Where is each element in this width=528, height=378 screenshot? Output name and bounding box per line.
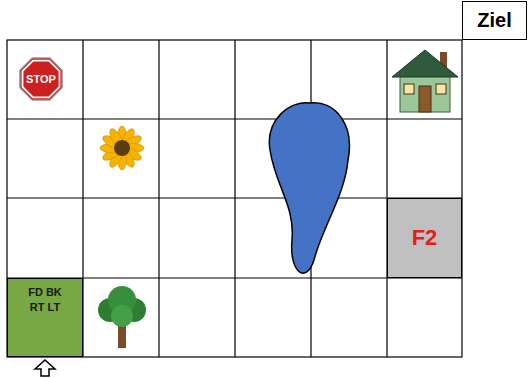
sunflower-icon: [100, 126, 144, 170]
grid-border: [7, 40, 462, 357]
octagon-outline: [20, 58, 62, 100]
node-text: Ziel: [477, 7, 511, 34]
lake-shape: [269, 103, 349, 273]
node-text: F2: [412, 223, 438, 253]
goal-label-box: Ziel: [462, 1, 527, 40]
octagon-rim: [23, 61, 60, 98]
house-roof: [392, 50, 458, 77]
house-window: [404, 84, 414, 94]
grid-lines: [7, 40, 462, 357]
node-text: STOP: [26, 72, 56, 87]
node-text: FD BK RT LT: [23, 285, 67, 315]
start-arrow: [35, 360, 55, 376]
house-window: [436, 84, 446, 94]
house-wall: [400, 74, 450, 112]
house-door: [419, 86, 431, 112]
tree-crown: [111, 305, 133, 327]
grid-line: [7, 118, 462, 119]
flower-center: [114, 140, 130, 156]
robot-start-cell: FD BK RT LT: [7, 278, 83, 357]
stop-sign: STOP: [19, 57, 63, 101]
house-icon: [392, 50, 458, 112]
tree-icon: [98, 286, 146, 348]
field-cell: F2: [387, 198, 462, 278]
